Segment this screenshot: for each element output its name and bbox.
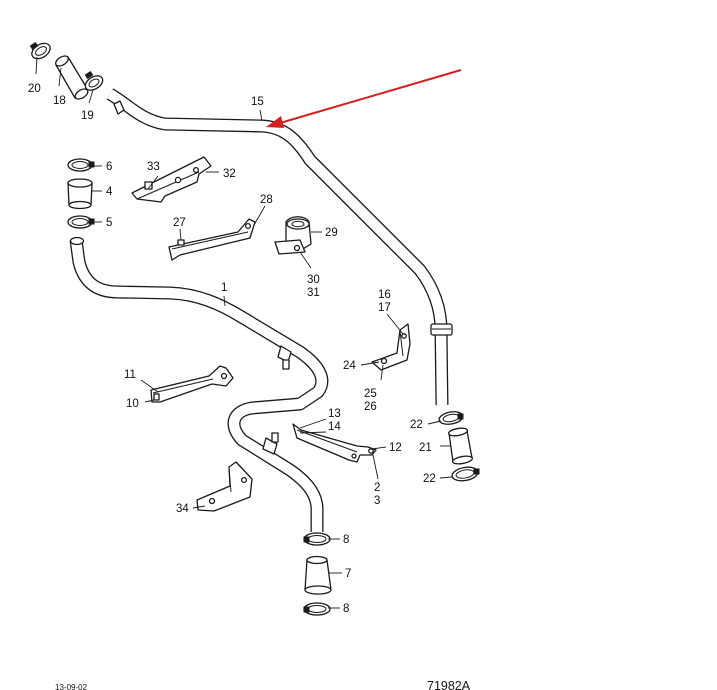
callout-13: 13 (328, 408, 341, 420)
callout-4: 4 (106, 186, 113, 198)
callout-22-upper: 22 (410, 419, 423, 431)
callout-26: 26 (364, 401, 377, 413)
bracket-12 (292, 423, 377, 463)
callout-27: 27 (173, 217, 186, 229)
clamp-22-lower (451, 466, 480, 482)
callout-29: 29 (325, 227, 338, 239)
callout-22-lower: 22 (423, 473, 436, 485)
pipe-15 (106, 88, 453, 406)
pipe-1 (69, 236, 329, 532)
bracket-27 (168, 218, 256, 261)
callout-20: 20 (28, 83, 41, 95)
leader-lines (35, 56, 453, 609)
callout-8-lower: 8 (343, 603, 349, 615)
hose-18 (55, 55, 89, 100)
clip-29 (274, 216, 312, 255)
callout-34: 34 (176, 503, 189, 515)
callout-8-upper: 8 (343, 534, 349, 546)
bracket-10 (150, 365, 234, 403)
callout-31: 31 (307, 287, 320, 299)
bracket-16 (371, 323, 411, 371)
callout-16: 16 (378, 289, 391, 301)
clamp-8-lower (303, 602, 331, 616)
bracket-34 (196, 461, 253, 512)
clamp-19 (84, 71, 104, 91)
callout-32: 32 (223, 168, 236, 180)
callout-1: 1 (221, 282, 227, 294)
clamp-6 (67, 158, 95, 172)
callout-11: 11 (124, 369, 136, 381)
callout-25: 25 (364, 388, 377, 400)
callout-10: 10 (126, 398, 139, 410)
callout-30: 30 (307, 274, 320, 286)
callout-5: 5 (106, 217, 112, 229)
figure-id: 71982A (427, 679, 471, 690)
pointer-arrow (266, 69, 462, 128)
callout-18: 18 (53, 95, 66, 107)
callout-7: 7 (345, 568, 351, 580)
callout-15: 15 (251, 96, 264, 108)
clamp-22-upper (438, 411, 464, 425)
clamp-20 (29, 42, 51, 60)
callout-14: 14 (328, 421, 341, 433)
callout-12: 12 (389, 442, 402, 454)
callout-21: 21 (419, 442, 432, 454)
callout-labels: 20 18 19 15 6 4 5 33 32 27 28 29 30 31 1… (28, 83, 436, 615)
callout-2: 2 (374, 482, 380, 494)
date-code: 13-09-02 (55, 683, 88, 690)
callout-19: 19 (81, 110, 94, 122)
callout-6: 6 (106, 161, 112, 173)
clamp-8-upper (303, 532, 331, 546)
clamp-5 (67, 215, 95, 229)
callout-3: 3 (374, 495, 380, 507)
callout-33: 33 (147, 161, 160, 173)
callout-24: 24 (343, 360, 356, 372)
hose-7 (304, 555, 332, 595)
callout-28: 28 (260, 194, 273, 206)
bracket-32 (131, 156, 212, 203)
hose-21 (447, 427, 474, 465)
hose-4 (67, 178, 93, 210)
callout-17: 17 (378, 302, 391, 314)
